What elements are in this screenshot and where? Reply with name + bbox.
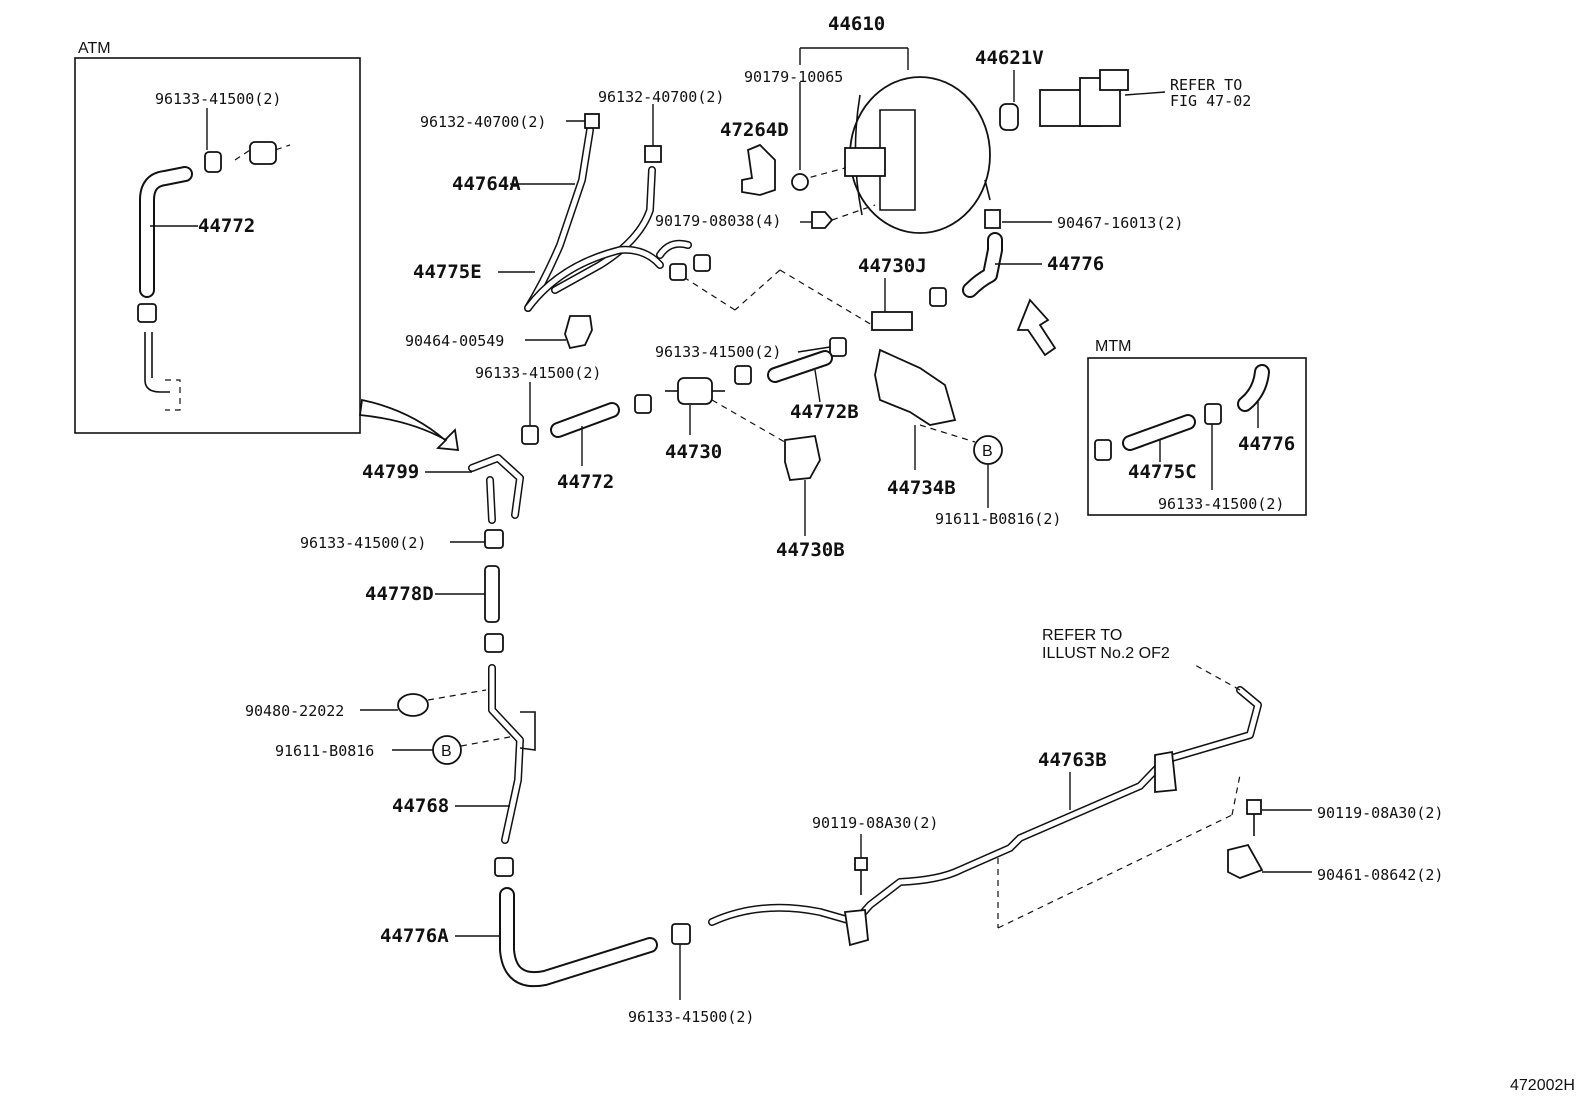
label-96133-41500-mtm: 96133-41500(2)	[1158, 495, 1284, 513]
label-90467-16013: 90467-16013(2)	[1057, 214, 1183, 232]
clamp-96133-mid-icon	[829, 337, 847, 357]
label-44772-atm: 44772	[198, 215, 255, 237]
clip-90467-16013-icon	[984, 209, 1001, 229]
clamp-96133-left-icon	[521, 425, 539, 445]
label-90179-08038: 90179-08038(4)	[655, 212, 781, 230]
clip-96132-40700-a-icon	[584, 113, 600, 129]
booster-pushrod-icon	[844, 147, 886, 177]
label-44730b: 44730B	[776, 539, 845, 561]
label-44778d: 44778D	[365, 583, 434, 605]
label-44764a: 44764A	[452, 173, 521, 195]
label-44768: 44768	[392, 795, 449, 817]
pipe-clip-lower-icon	[843, 909, 869, 947]
label-90119-08a30-b: 90119-08A30(2)	[1317, 804, 1443, 822]
clamp-44730b-icon	[784, 434, 821, 481]
valve-44730-icon	[677, 377, 713, 405]
label-44763b: 44763B	[1038, 749, 1107, 771]
mtm-box: MTM 44775C 44776 96133-41500(2)	[1087, 338, 1307, 516]
ref-illust-line2: ILLUST No.2 OF2	[1042, 645, 1170, 662]
bracket-44734b-icon	[874, 348, 957, 426]
label-90119-08a30-a: 90119-08A30(2)	[812, 814, 938, 832]
label-96133-41500-left: 96133-41500(2)	[475, 364, 601, 382]
bracket-47264d-icon	[741, 143, 776, 196]
atm-fitting-icon	[249, 141, 277, 165]
ref-fig-line1: REFER TO	[1170, 76, 1242, 94]
label-96132-40700-a: 96132-40700(2)	[420, 113, 546, 131]
bolt-90119-b-icon	[1246, 799, 1262, 815]
clamp-96133-bottom-icon	[671, 923, 691, 945]
booster-washer-icon	[791, 173, 809, 191]
label-44730j: 44730J	[858, 255, 927, 277]
label-90461-08642: 90461-08642(2)	[1317, 866, 1443, 884]
label-44775e: 44775E	[413, 261, 482, 283]
pipe-clip-upper-icon	[1154, 750, 1177, 793]
clamp-44775e-b-icon	[669, 263, 687, 281]
seal-44621v-icon	[999, 103, 1019, 131]
atm-pointer-arrow-icon	[358, 398, 460, 452]
atm-lower-clamp-icon	[137, 303, 157, 323]
label-91611-b0816-2: 91611-B0816(2)	[935, 510, 1061, 528]
label-90464-00549: 90464-00549	[405, 332, 504, 350]
pipe-44763b-icon	[708, 686, 1262, 926]
clamp-44775e-a-icon	[693, 254, 711, 272]
atm-label: ATM	[78, 40, 111, 57]
bolt-90119-a-icon	[854, 857, 868, 871]
marker-b-right: B	[982, 443, 993, 460]
label-44799: 44799	[362, 461, 419, 483]
footer-code: 472002H	[1510, 1077, 1575, 1094]
master-cylinder: REFER TO FIG 47-02	[1039, 69, 1251, 127]
label-44772b: 44772B	[790, 401, 859, 423]
ref-illust-line1: REFER TO	[1042, 627, 1122, 644]
clamp-90464-00549-icon	[564, 315, 593, 350]
mtm-label: MTM	[1095, 338, 1131, 355]
label-44610: 44610	[828, 13, 885, 35]
label-96133-41500-mid: 96133-41500(2)	[655, 343, 781, 361]
grommet-90480-22022-icon	[397, 693, 429, 717]
marker-b-left: B	[441, 743, 452, 760]
clip-96132-40700-b-icon	[644, 145, 662, 163]
clamp-near-44776-icon	[929, 287, 947, 307]
label-90480-22022: 90480-22022	[245, 702, 344, 720]
label-44776: 44776	[1047, 253, 1104, 275]
hose-44778d-icon	[484, 565, 500, 623]
label-90179-10065: 90179-10065	[744, 68, 843, 86]
label-47264d: 47264D	[720, 119, 789, 141]
label-44775c: 44775C	[1128, 461, 1197, 483]
clamp-96133-lower-icon	[484, 529, 504, 549]
label-44776a: 44776A	[380, 925, 449, 947]
nut-90179-08038-icon	[811, 211, 834, 229]
label-96133-41500-lower: 96133-41500(2)	[300, 534, 426, 552]
clamp-44778d-lower-icon	[484, 633, 504, 653]
brake-booster	[799, 76, 991, 234]
label-44621v: 44621V	[975, 47, 1044, 69]
label-44772: 44772	[557, 471, 614, 493]
clamp-90461-08642-icon	[1227, 843, 1264, 879]
valve-44730j-icon	[871, 311, 913, 331]
label-96133-41500-atm: 96133-41500(2)	[155, 90, 281, 108]
clamp-near-44772-icon	[634, 394, 652, 414]
mtm-clamp-left-icon	[1094, 439, 1112, 461]
clamp-above-44776a-icon	[494, 857, 514, 877]
mtm-clamp-right-icon	[1204, 403, 1222, 425]
atm-clamp-icon	[204, 151, 222, 173]
label-91611-b0816: 91611-B0816	[275, 742, 374, 760]
label-44730: 44730	[665, 441, 722, 463]
pipe-44768-icon	[488, 664, 524, 844]
clamp-near-44772b-icon	[734, 365, 752, 385]
label-44776-mtm: 44776	[1238, 433, 1295, 455]
mtm-pointer-arrow-icon	[1016, 298, 1057, 357]
atm-box: ATM 96133-41500(2) 44772	[74, 40, 361, 434]
label-96133-41500-bottom: 96133-41500(2)	[628, 1008, 754, 1026]
ref-fig-line2: FIG 47-02	[1170, 92, 1251, 110]
label-96132-40700-b: 96132-40700(2)	[598, 88, 724, 106]
label-44734b: 44734B	[887, 477, 956, 499]
